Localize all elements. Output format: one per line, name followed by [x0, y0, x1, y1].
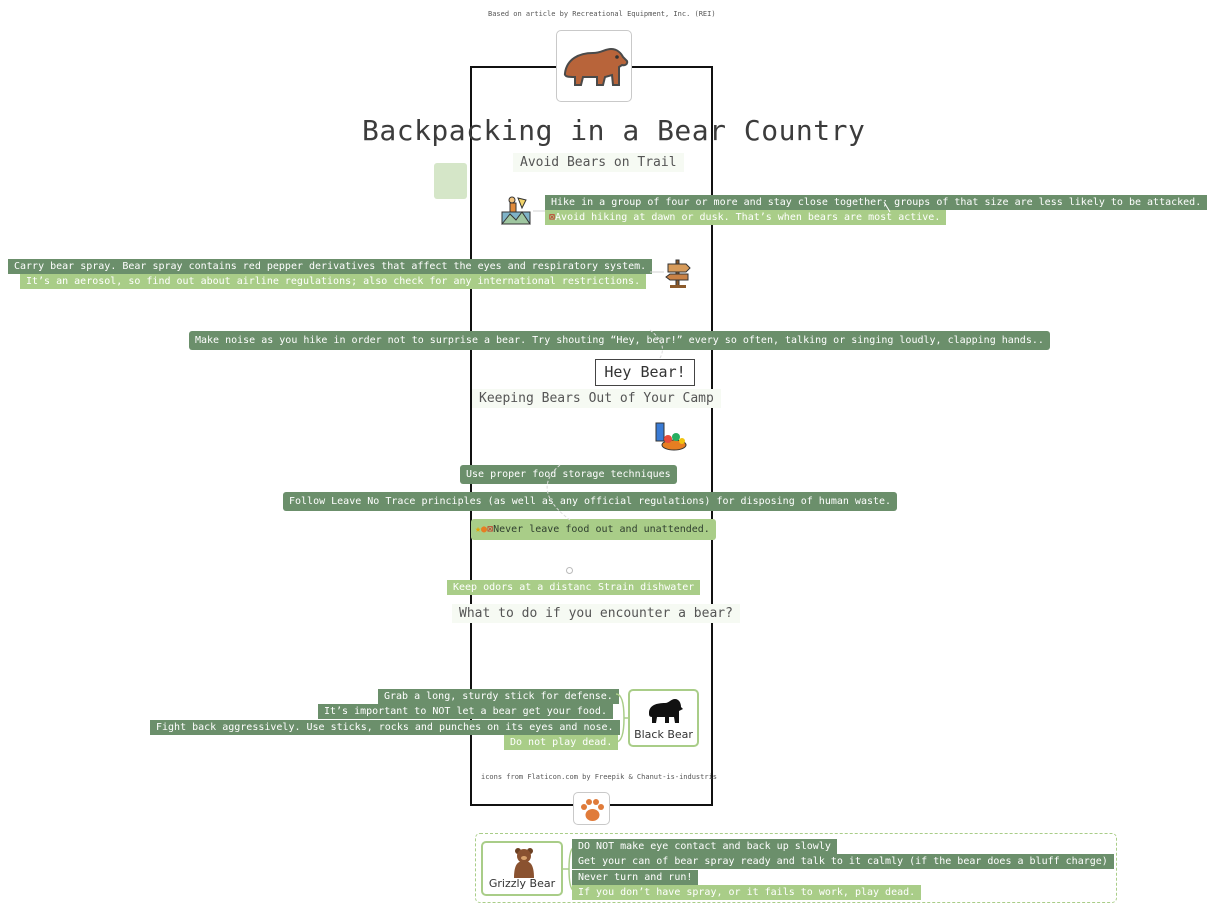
camp-item-never-leave-food[interactable]: ★●⊠Never leave food out and unattended. [471, 519, 716, 540]
credit-icons: icons from Flaticon.com by Freepik & Cha… [481, 773, 718, 781]
camp-item-leave-no-trace[interactable]: Follow Leave No Trace principles (as wel… [283, 492, 898, 511]
page-title: Backpacking in a Bear Country [362, 114, 866, 147]
grizzly-group [475, 833, 1117, 903]
grizzly-item-eye-contact[interactable]: DO NOT make eye contact and back up slow… [572, 839, 837, 854]
grizzly-bear-label: Grizzly Bear [488, 877, 556, 890]
signpost-icon [665, 259, 691, 288]
credit-top: Based on article by Recreational Equipme… [488, 10, 716, 18]
section-encounter[interactable]: What to do if you encounter a bear? [452, 604, 740, 623]
section-avoid-bears[interactable]: Avoid Bears on Trail [513, 153, 684, 172]
grizzly-item-play-dead[interactable]: If you don’t have spray, or it fails to … [572, 885, 922, 900]
black-bear-item-stick[interactable]: Grab a long, sturdy stick for defense. [378, 689, 619, 704]
grizzly-bear-card[interactable]: Grizzly Bear [481, 841, 563, 896]
black-bear-item-food[interactable]: It’s important to NOT let a bear get you… [318, 704, 613, 719]
food-icon-wrap[interactable] [654, 421, 688, 457]
bear-icon [563, 47, 629, 86]
grizzly-item-spray[interactable]: Get your can of bear spray ready and tal… [572, 854, 1114, 869]
paw-icon-box[interactable] [573, 792, 610, 825]
hey-bear-box[interactable]: Hey Bear! [595, 359, 695, 386]
paw-icon [581, 799, 604, 821]
black-bear-item-no-play-dead[interactable]: Do not play dead. [504, 735, 619, 750]
black-bear-card[interactable]: Black Bear [628, 689, 699, 747]
grizzly-bear-icon [514, 848, 534, 878]
avoid-item-group[interactable]: Hike in a group of four or more and stay… [545, 195, 1208, 210]
warning-icon: ★ [475, 524, 482, 535]
prohibit-icon: ⊠ [549, 212, 556, 223]
odor-item-dishwater[interactable]: Strain dishwater [592, 580, 701, 595]
hiker-icon-wrap[interactable] [500, 194, 532, 230]
black-bear-item-fight[interactable]: Fight back aggressively. Use sticks, roc… [150, 720, 620, 735]
hiker-icon [500, 196, 531, 225]
section-camp[interactable]: Keeping Bears Out of Your Camp [472, 389, 721, 408]
connector-dot [566, 567, 573, 574]
avoid-item-dawn[interactable]: ⊠Avoid hiking at dawn or dusk. That’s wh… [545, 210, 947, 225]
alert-icon: ● [481, 524, 488, 535]
camp-item-storage[interactable]: Use proper food storage techniques [460, 465, 677, 484]
spray-item-aerosol[interactable]: It’s an aerosol, so find out about airli… [20, 274, 647, 289]
black-bear-label: Black Bear [634, 728, 693, 741]
spray-item-carry[interactable]: Carry bear spray. Bear spray contains re… [8, 259, 653, 274]
signpost-icon-wrap[interactable] [664, 258, 692, 292]
decor-square [434, 163, 467, 199]
food-icon [655, 422, 687, 451]
odor-item-distance[interactable]: Keep odors at a distance [447, 580, 604, 595]
grizzly-item-never-run[interactable]: Never turn and run! [572, 870, 699, 885]
black-bear-icon [649, 699, 683, 723]
prohibit-icon: ⊠ [487, 524, 494, 535]
noise-item[interactable]: Make noise as you hike in order not to s… [189, 331, 1050, 350]
top-bear-icon-box[interactable] [556, 30, 632, 102]
